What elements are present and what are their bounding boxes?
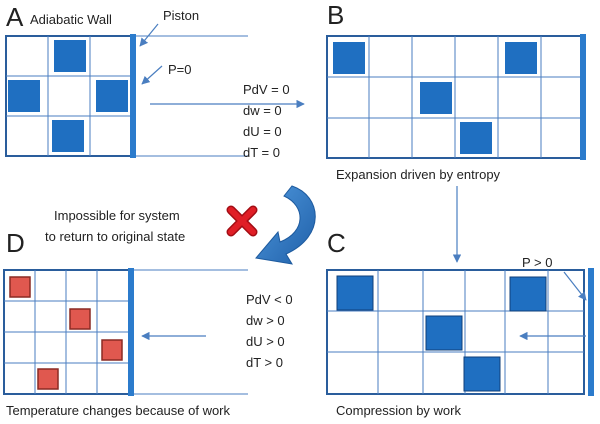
- particle-red: [37, 368, 59, 390]
- particle-blue: [333, 42, 365, 74]
- particle-blue: [463, 356, 501, 392]
- equation-dw: dw = 0: [243, 103, 282, 118]
- container-c: [326, 269, 585, 395]
- equation-dt: dT > 0: [246, 355, 283, 370]
- equation-pdv: PdV = 0: [243, 82, 290, 97]
- particle-red: [101, 339, 123, 361]
- particle-blue: [54, 40, 86, 72]
- grid-b: [327, 36, 584, 158]
- caption-d: Temperature changes because of work: [6, 403, 231, 418]
- red-x-icon: [226, 205, 258, 237]
- return-arrow: [255, 185, 316, 265]
- particle-blue: [8, 80, 40, 112]
- particle-blue: [505, 42, 537, 74]
- caption-b: Expansion driven by entropy: [336, 167, 501, 182]
- piston-a: [130, 34, 136, 158]
- panel-a: A Adiabatic Wall Piston P=0: [5, 2, 305, 158]
- equations-ab: PdV = 0 dw = 0 dU = 0 dT = 0: [243, 82, 290, 160]
- grid-a: [6, 36, 132, 156]
- particle-blue: [52, 120, 84, 152]
- equation-pdv: PdV < 0: [246, 292, 293, 307]
- caption-c: Compression by work: [336, 403, 461, 418]
- note-line-2: to return to original state: [45, 229, 185, 244]
- particle-blue: [460, 122, 492, 154]
- equation-dw: dw > 0: [246, 313, 285, 328]
- equation-du: dU = 0: [243, 124, 282, 139]
- particle-red: [69, 308, 91, 330]
- particle-red: [9, 276, 31, 298]
- piston-d: [128, 268, 134, 396]
- piston-c: [588, 268, 594, 396]
- particle-blue: [425, 315, 463, 351]
- panel-c: C P > 0 Compression by work: [326, 228, 594, 418]
- piston-b: [580, 34, 586, 160]
- piston-label: Piston: [163, 8, 199, 23]
- equation-du: dU > 0: [246, 334, 285, 349]
- particle-blue: [336, 275, 374, 311]
- equation-dt: dT = 0: [243, 145, 280, 160]
- pressure-pointer-arrow-c: [563, 271, 587, 301]
- pressure-label-c: P > 0: [522, 255, 552, 270]
- piston-pointer-arrow: [139, 23, 159, 47]
- panel-b-letter: B: [327, 0, 344, 30]
- adiabatic-wall-label: Adiabatic Wall: [30, 12, 112, 27]
- equations-cd: PdV < 0 dw > 0 dU > 0 dT > 0: [246, 292, 293, 370]
- particle-blue: [420, 82, 452, 114]
- panel-d-letter: D: [6, 228, 25, 258]
- panel-b: B Expansion driven by entropy: [326, 0, 586, 182]
- pressure-label-a: P=0: [168, 62, 192, 77]
- curved-arrow-icon: [255, 185, 316, 265]
- grid-d: [4, 270, 130, 394]
- panel-a-letter: A: [6, 2, 24, 32]
- note-line-1: Impossible for system: [54, 208, 180, 223]
- panel-d: D Temperature changes because of work: [3, 228, 248, 418]
- impossible-note: Impossible for system to return to origi…: [45, 208, 185, 244]
- particle-blue: [96, 80, 128, 112]
- particle-blue: [509, 276, 547, 312]
- panel-c-letter: C: [327, 228, 346, 258]
- pressure-pointer-arrow: [141, 65, 163, 85]
